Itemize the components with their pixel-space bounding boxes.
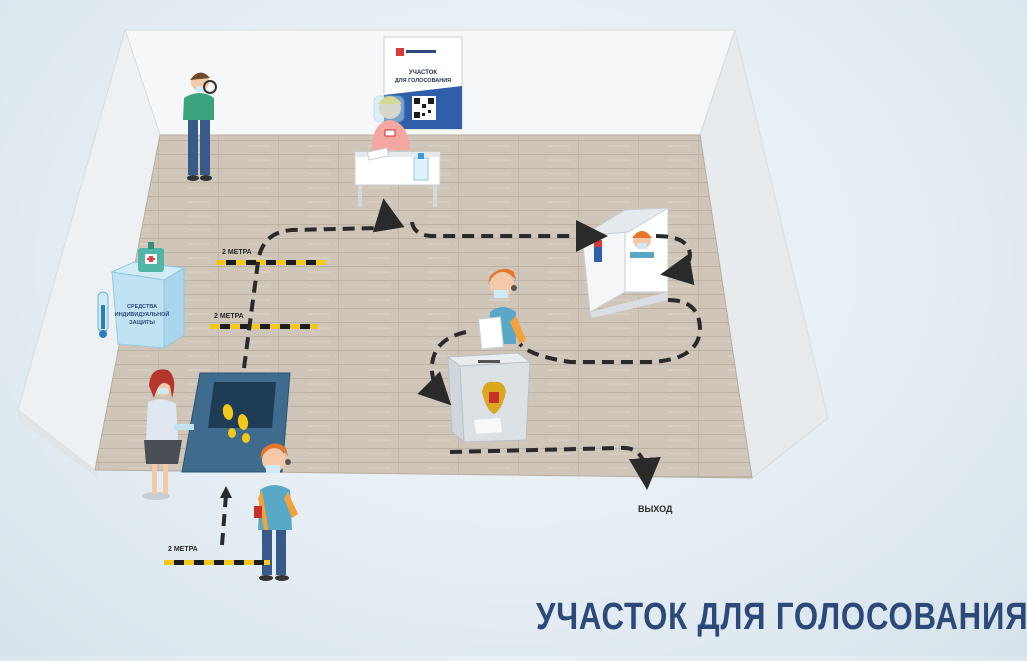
route-desk-to-booth (410, 220, 608, 252)
poster-line-2: ДЛЯ ГОЛОСОВАНИЯ (395, 78, 451, 84)
wall-base-left (18, 410, 100, 480)
distance-tape-1 (216, 260, 326, 265)
route-booth-to-ballot (518, 298, 703, 364)
voter-in-booth (630, 231, 654, 258)
distance-tape-3 (164, 560, 270, 565)
footprints-icon (222, 404, 250, 443)
disinfection-mat (181, 372, 291, 473)
ballot-box (446, 352, 532, 444)
voter-at-ballot-box (477, 268, 526, 350)
poster-line-1: УЧАСТОК (409, 70, 437, 76)
distance-label-3: 2 МЕТРА (168, 546, 198, 553)
election-official (372, 95, 410, 150)
voter-at-entrance (254, 443, 298, 581)
hand-sanitizer-icon (138, 242, 164, 272)
ppe-label-line-1: СРЕДСТВА (127, 304, 157, 310)
ppe-stand: СРЕДСТВА ИНДИВИДУАЛЬНОЙ ЗАЩИТЫ (97, 242, 186, 349)
registration-desk (354, 95, 441, 207)
qr-code-icon (412, 96, 436, 120)
distance-label-1: 2 МЕТРА (222, 249, 252, 256)
route-to-ballot-box (417, 330, 467, 406)
female-official (142, 369, 194, 500)
distance-tape-2 (210, 324, 318, 329)
distance-label-2: 2 МЕТРА (214, 313, 244, 320)
route-booth-loop (655, 234, 695, 286)
up-arrow-icon (220, 486, 232, 498)
russian-emblem-icon (482, 381, 506, 414)
observer (183, 72, 217, 181)
exit-label: ВЫХОД (638, 504, 673, 514)
thermometer-icon (97, 291, 109, 338)
page-title: УЧАСТОК ДЛЯ ГОЛОСОВАНИЯ (536, 596, 1027, 638)
route-mat-to-desk (242, 198, 405, 369)
walking-route (220, 198, 703, 546)
route-entrance-up (220, 494, 228, 546)
ppe-label-line-3: ЗАЩИТЫ (129, 320, 155, 326)
ppe-label-line-2: ИНДИВИДУАЛЬНОЙ (115, 310, 170, 318)
